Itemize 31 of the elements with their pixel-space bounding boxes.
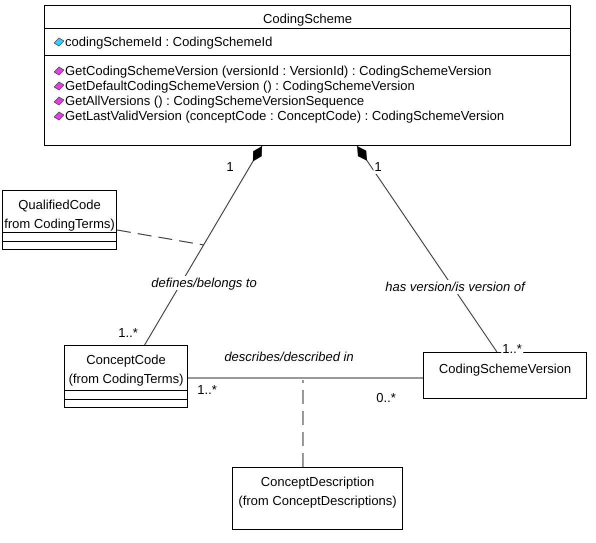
class-name: ConceptDescription <box>260 474 374 489</box>
package-note: (from CodingTerms) <box>68 371 184 386</box>
method-text: GetLastValidVersion (conceptCode : ConceptCode) : CodingSchemeVersion <box>65 108 504 123</box>
association-line <box>144 146 263 346</box>
class-name: QualifiedCode <box>18 197 101 212</box>
association-label: has version/is version of <box>384 280 526 294</box>
dashed-line <box>302 380 304 468</box>
package-note: from CodingTerms) <box>4 216 115 231</box>
class-name: CodingSchemeVersion <box>438 361 572 376</box>
class-box <box>2 190 117 250</box>
method-text: GetCodingSchemeVersion (versionId : VersionId) : CodingSchemeVersion <box>65 63 492 78</box>
multiplicity-label: 1 <box>373 160 383 174</box>
multiplicity-label: 1..* <box>117 326 139 340</box>
class-name: ConceptCode <box>86 352 166 367</box>
association-line <box>356 146 498 352</box>
method-text: GetDefaultCodingSchemeVersion () : CodingSchemeVersion <box>65 78 415 93</box>
multiplicity-label: 1 <box>225 160 235 174</box>
multiplicity-label: 1..* <box>501 342 523 356</box>
package-note: (from ConceptDescriptions) <box>238 493 397 508</box>
class-name: CodingScheme <box>263 11 352 26</box>
attribute-text: codingSchemeId : CodingSchemeId <box>65 34 272 49</box>
dashed-line <box>116 230 204 246</box>
method-text: GetAllVersions () : CodingSchemeVersionSequence <box>65 93 364 108</box>
association-label: describes/described in <box>223 350 355 364</box>
multiplicity-label: 1..* <box>196 383 218 397</box>
class-box <box>423 352 587 399</box>
class-box <box>64 345 188 408</box>
class-box <box>44 5 571 146</box>
association-label: defines/belongs to <box>150 276 258 290</box>
multiplicity-label: 0..* <box>375 391 397 405</box>
class-box <box>232 467 403 530</box>
